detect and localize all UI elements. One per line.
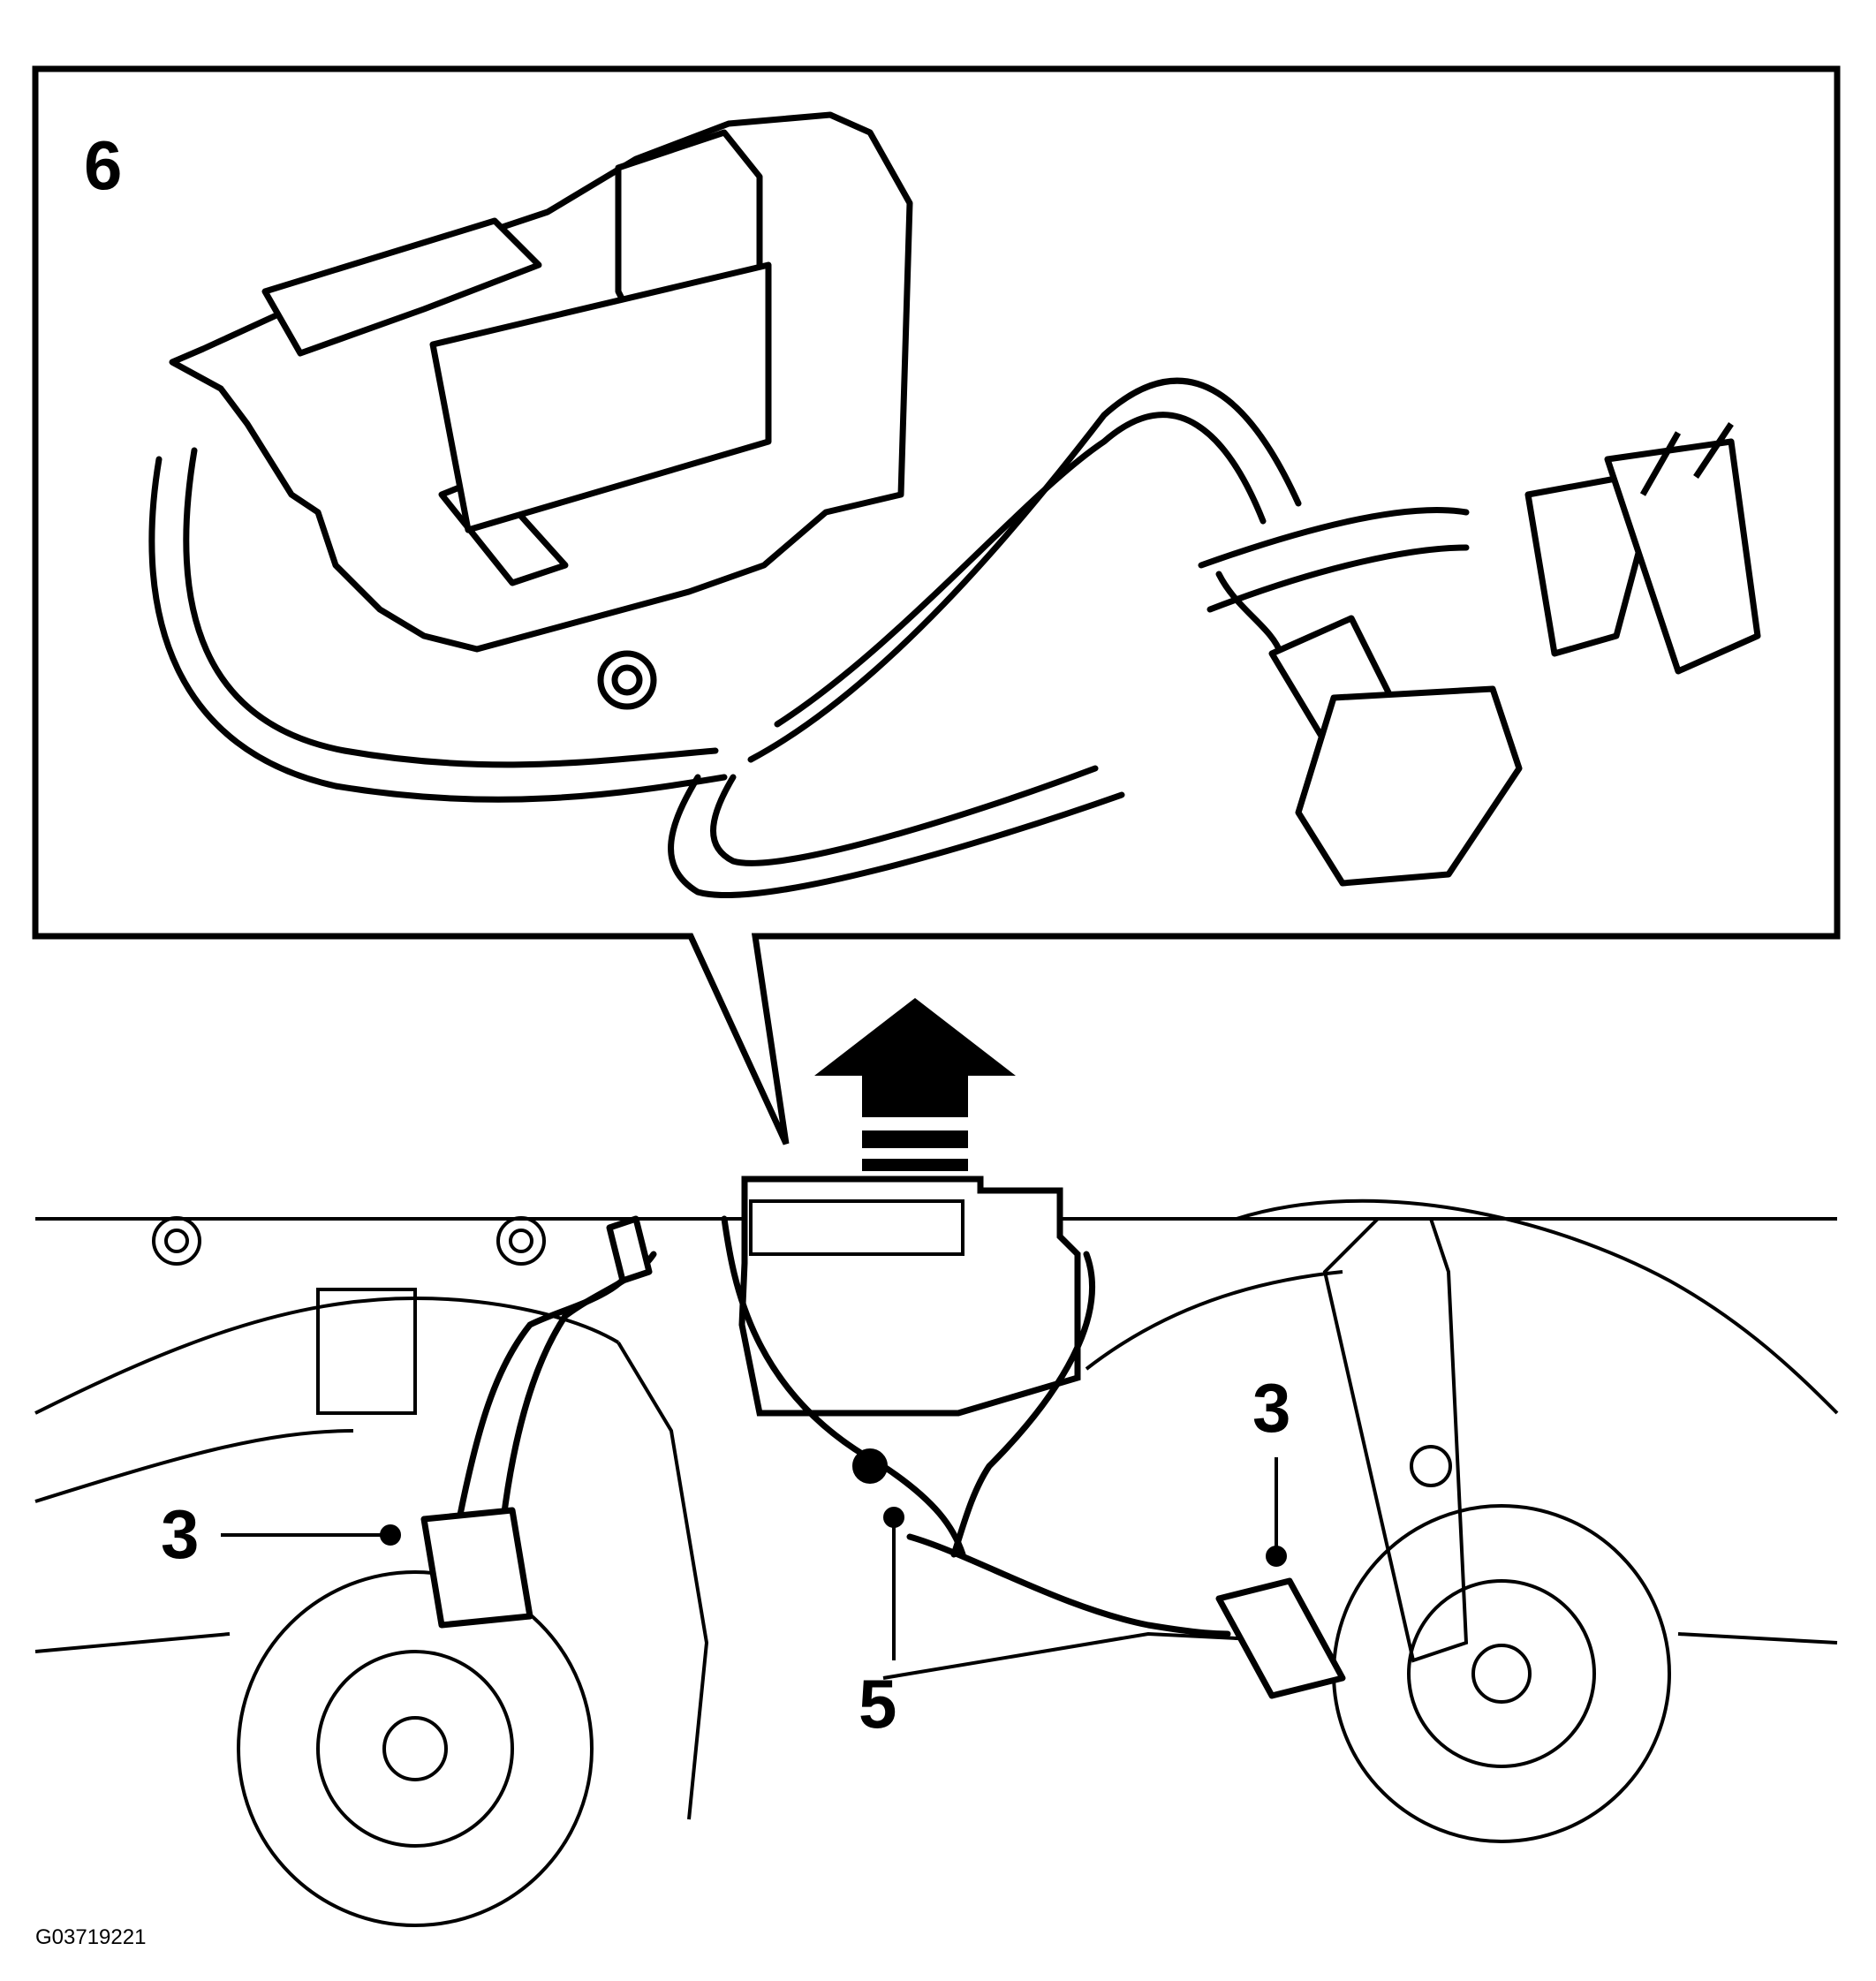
lower-connectors <box>420 1215 1346 1699</box>
harness-detail <box>148 377 1470 898</box>
inset-connectors <box>1268 422 1761 887</box>
callout-3-left: 3 <box>161 1495 200 1573</box>
leader-dot-left <box>380 1524 401 1546</box>
callout-6: 6 <box>84 126 123 204</box>
figure-id: G03719221 <box>35 1925 147 1949</box>
leader-lines <box>221 1457 1287 1660</box>
up-arrow-icon <box>814 998 1016 1171</box>
callout-3-right: 3 <box>1252 1369 1291 1447</box>
callout-5: 5 <box>859 1665 897 1743</box>
leader-dot-right <box>1266 1546 1287 1567</box>
control-module-detail <box>169 111 913 710</box>
fan-assembly-view <box>34 1176 1839 1927</box>
leader-dot-bolt <box>883 1507 904 1528</box>
lower-harness <box>456 1215 1231 1637</box>
